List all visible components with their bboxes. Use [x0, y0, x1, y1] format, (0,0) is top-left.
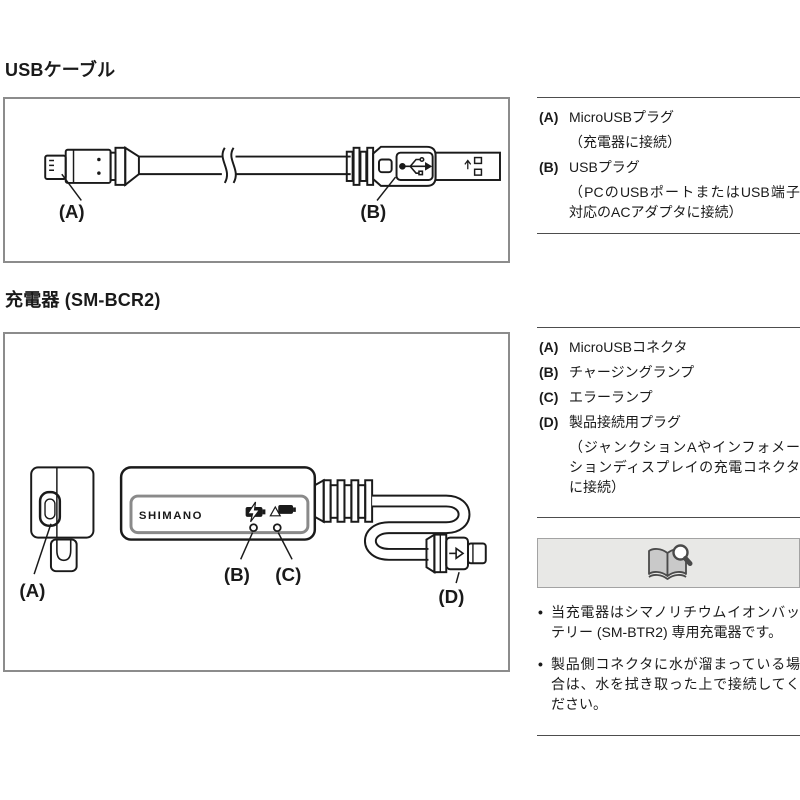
legend-item: (D) 製品接続用プラグ — [539, 412, 800, 432]
leader-line-a — [33, 523, 52, 575]
usb-mini-arrow-icon — [464, 159, 472, 170]
legend-desc: （ジャンクションAやインフォメーションディスプレイの充電コネクタに接続） — [569, 439, 800, 495]
usb-cable-legend: (A) MicroUSBプラグ （充電器に接続） (B) USBプラグ （PCの… — [537, 97, 800, 234]
cable-break-icon — [221, 147, 228, 184]
product-plug-drawing — [425, 532, 487, 574]
legend-name: エラーランプ — [569, 389, 653, 405]
usb-cable-diagram: (A) (B) — [44, 145, 501, 222]
charger-diagram-box: SHIMANO (A) (B) (C) (D) — [3, 332, 510, 672]
microusb-plug-drawing — [44, 146, 140, 187]
charger-cable-drawing — [313, 478, 471, 561]
legend-key: (A) — [539, 109, 559, 125]
note-item: 製品側コネクタに水が溜まっている場合は、水を拭き取った上で接続してください。 — [537, 654, 800, 714]
usb-cable-diagram-box: (A) (B) — [3, 97, 510, 263]
section-title-usb-cable: USBケーブル — [5, 60, 116, 80]
legend-name: MicroUSBプラグ — [569, 109, 675, 125]
usb-trident-icon — [399, 156, 433, 176]
label-a: (A) — [59, 201, 85, 222]
legend-key: (B) — [539, 364, 559, 380]
charging-led — [249, 523, 258, 533]
book-magnifier-icon — [647, 544, 692, 580]
label-c: (C) — [275, 564, 301, 585]
notes-list: 当充電器はシマノリチウムイオンバッテリー (SM-BTR2) 専用充電器です。 … — [537, 602, 800, 726]
usb-a-plug-drawing — [345, 145, 501, 187]
legend-key: (B) — [539, 159, 559, 175]
label-b: (B) — [224, 564, 250, 585]
section-title-charger: 充電器 (SM-BCR2) — [5, 290, 161, 310]
legend-item: (B) チャージングランプ — [539, 362, 800, 382]
legend-item: (B) USBプラグ — [539, 157, 800, 177]
leader-line-b — [376, 176, 397, 201]
cable-drawing — [138, 147, 351, 184]
charger-legend: (A) MicroUSBコネクタ (B) チャージングランプ (C) エラーラン… — [537, 327, 800, 518]
plug-arrow-icon — [455, 546, 465, 560]
legend-name: チャージングランプ — [569, 364, 695, 380]
legend-desc: （PCのUSBポートまたはUSB端子対応のACアダプタに接続） — [569, 184, 800, 220]
legend-name: USBプラグ — [569, 159, 640, 175]
brand-logo-text: SHIMANO — [139, 510, 203, 522]
cable-break-icon — [230, 147, 237, 184]
legend-desc: （充電器に接続） — [569, 134, 681, 150]
legend-item: (A) MicroUSBコネクタ — [539, 337, 800, 357]
legend-item: (C) エラーランプ — [539, 387, 800, 407]
charging-lamp-icon — [245, 501, 266, 523]
label-b: (B) — [360, 201, 386, 222]
leader-line-a — [61, 173, 82, 201]
legend-key: (C) — [539, 389, 559, 405]
charger-diagram: SHIMANO (A) (B) (C) (D) — [19, 466, 487, 607]
leader-line-c — [277, 532, 293, 560]
charger-body-drawing — [119, 466, 317, 541]
legend-key: (D) — [539, 414, 559, 430]
reference-note-box — [537, 538, 800, 588]
bottom-divider — [537, 735, 800, 736]
error-lamp-icon — [269, 504, 296, 517]
legend-name: MicroUSBコネクタ — [569, 339, 688, 355]
legend-item: (A) MicroUSBプラグ — [539, 107, 800, 127]
leader-line-d — [455, 571, 460, 584]
charger-end-view-drawing — [30, 466, 95, 573]
label-d: (D) — [438, 586, 464, 607]
legend-key: (A) — [539, 339, 559, 355]
legend-name: 製品接続用プラグ — [569, 414, 681, 430]
error-led — [272, 523, 282, 533]
leader-line-b — [240, 532, 254, 560]
label-a: (A) — [19, 580, 45, 601]
note-item: 当充電器はシマノリチウムイオンバッテリー (SM-BTR2) 専用充電器です。 — [537, 602, 800, 642]
